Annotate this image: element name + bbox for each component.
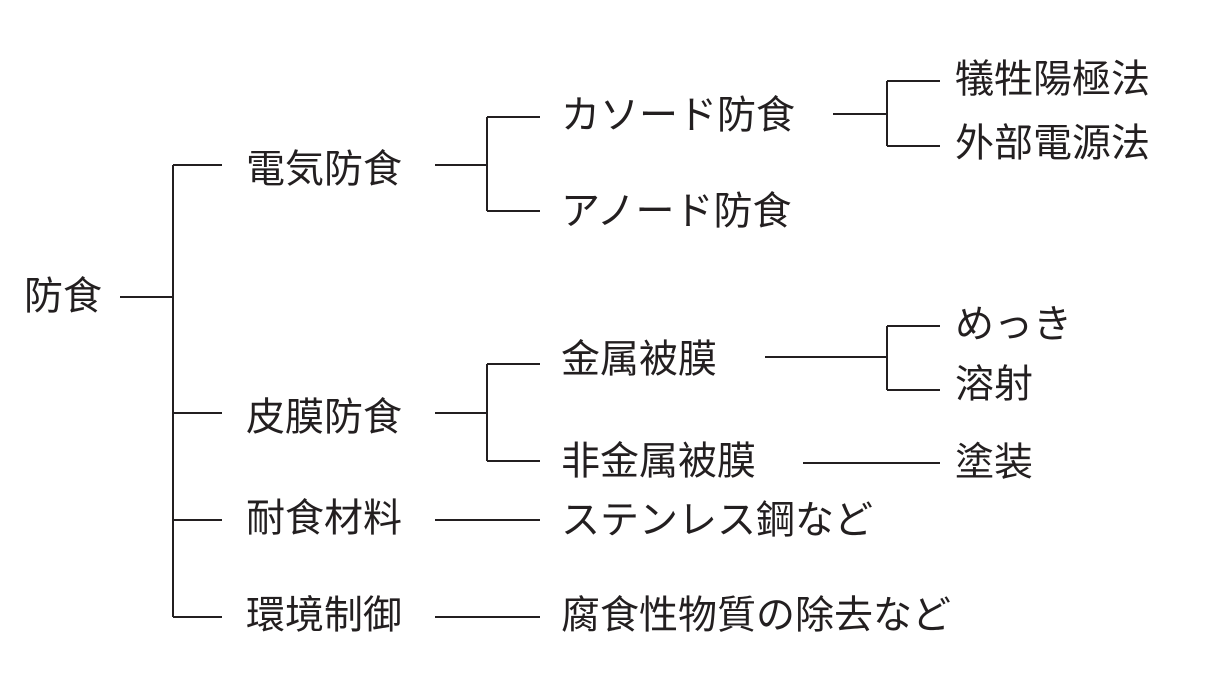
node-sacrificial-anode: 犠牲陽極法 xyxy=(955,57,1151,103)
node-environment-control: 環境制御 xyxy=(246,593,403,639)
node-anodic-protection: アノード防食 xyxy=(561,189,792,235)
node-corrosion-resistant-material: 耐食材料 xyxy=(246,496,403,542)
node-cathodic-protection: カソード防食 xyxy=(561,93,796,139)
node-metal-coating: 金属被膜 xyxy=(561,337,718,383)
node-coating-protection: 皮膜防食 xyxy=(246,395,403,441)
node-plating: めっき xyxy=(955,302,1073,348)
node-corrosive-removal: 腐食性物質の除去など xyxy=(561,593,952,639)
node-stainless-steel: ステンレス鋼など xyxy=(561,498,874,544)
node-nonmetal-coating: 非金属被膜 xyxy=(561,439,757,485)
node-electrochemical-protection: 電気防食 xyxy=(246,147,403,193)
node-painting: 塗装 xyxy=(955,440,1034,486)
node-impressed-current: 外部電源法 xyxy=(955,121,1151,167)
node-thermal-spraying: 溶射 xyxy=(955,362,1034,408)
root-node: 防食 xyxy=(24,274,103,320)
